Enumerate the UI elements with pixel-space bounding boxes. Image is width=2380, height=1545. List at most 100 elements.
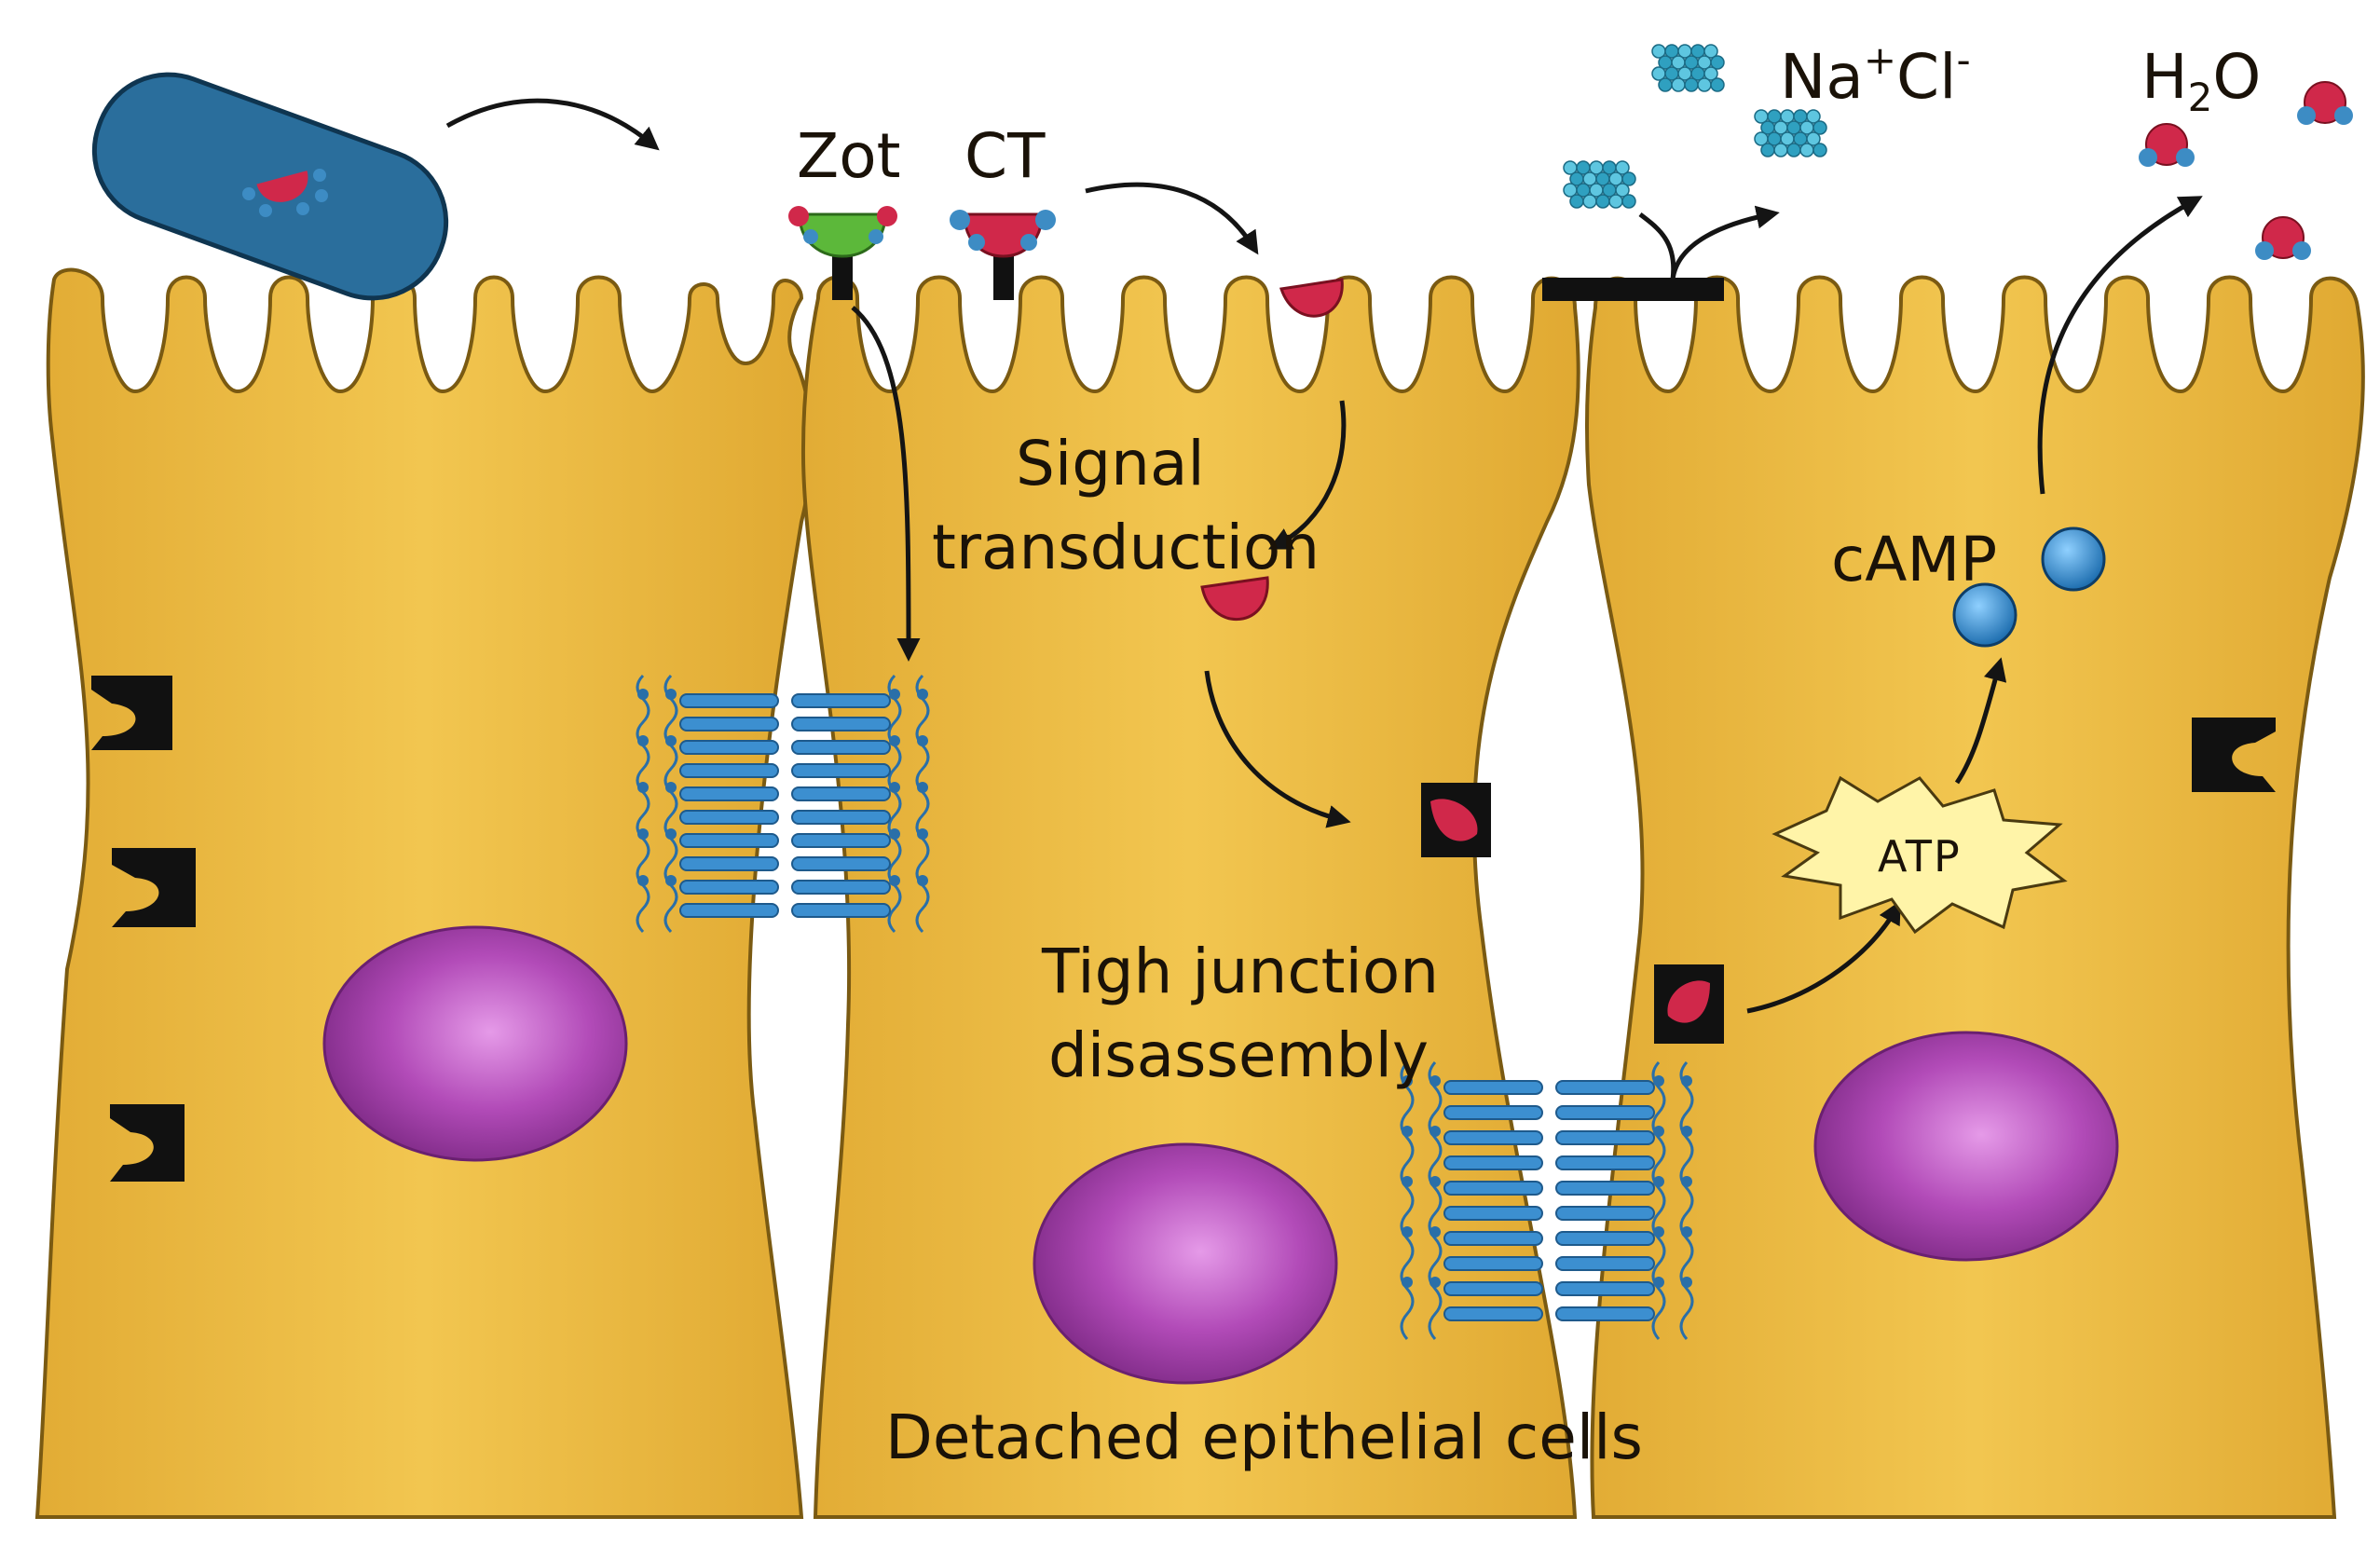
ion — [1786, 143, 1801, 157]
tj-protein-left — [1443, 1281, 1543, 1296]
tj-strand-node — [1681, 1226, 1692, 1237]
arrow-subunit-into-cell — [1268, 400, 1347, 550]
tj-strand-line — [915, 674, 930, 934]
tj-protein-right — [1555, 1256, 1655, 1271]
epithelial-cell-middle — [800, 275, 1580, 1519]
tj-strand-node — [1429, 1126, 1441, 1137]
tj-strand-node — [1402, 1176, 1413, 1187]
tj-protein-right — [1555, 1105, 1655, 1120]
tj-strand-line — [1400, 1061, 1415, 1340]
water-molecule — [2297, 81, 2353, 125]
nucleus-right — [1813, 1031, 2119, 1262]
tj-protein-left — [679, 810, 779, 825]
tj-strand-node — [665, 735, 677, 746]
tj-strand-line — [1679, 1061, 1694, 1340]
tj-strand-node — [1429, 1176, 1441, 1187]
tj-protein-left — [679, 880, 779, 895]
tj-protein-left — [1443, 1080, 1543, 1095]
tj-strand-line — [887, 674, 902, 934]
water-molecule — [2255, 216, 2311, 260]
tj-protein-right — [791, 786, 891, 801]
ion — [1684, 77, 1699, 92]
label-transduction: transduction — [932, 512, 1320, 583]
tj-protein-left — [1443, 1256, 1543, 1271]
tj-protein-right — [791, 833, 891, 848]
junction-clip-2 — [112, 848, 196, 927]
tj-strand-line — [636, 674, 650, 934]
arrow-atp-to-camp — [1954, 657, 2007, 785]
tj-strand-node — [637, 875, 649, 886]
tj-protein-right — [1555, 1231, 1655, 1246]
tj-strand-node — [1681, 1075, 1692, 1087]
tj-strand-node — [637, 689, 649, 700]
tight-junction-upper — [636, 674, 930, 934]
ion — [1703, 66, 1718, 81]
toxin-a-subunit-1 — [1279, 278, 1344, 318]
tj-protein-right — [1555, 1206, 1655, 1221]
tj-strand-node — [637, 735, 649, 746]
tj-strand-node — [1653, 1277, 1664, 1288]
tj-protein-right — [1555, 1306, 1655, 1321]
toxin-a-subunit-2 — [1200, 576, 1269, 621]
label-detached-cells: Detached epithelial cells — [885, 1401, 1643, 1473]
tj-protein-left — [679, 693, 779, 708]
ion — [1615, 183, 1630, 198]
tj-protein-left — [679, 903, 779, 918]
arrow-salt-out — [1638, 214, 1771, 280]
tj-strand-node — [1402, 1226, 1413, 1237]
junction-clip-3 — [110, 1104, 185, 1182]
tj-protein-left — [679, 833, 779, 848]
tj-strand-node — [1681, 1176, 1692, 1187]
tj-strand-line — [663, 674, 678, 934]
tj-protein-right — [791, 693, 891, 708]
tj-protein-left — [1443, 1105, 1543, 1120]
tj-protein-left — [679, 717, 779, 731]
ion — [1799, 143, 1814, 157]
arrow-receptor-to-atp — [1746, 900, 1901, 1014]
ion — [1658, 77, 1673, 92]
tj-strand-node — [1653, 1176, 1664, 1187]
ion — [1806, 131, 1821, 146]
junction-clip-1 — [91, 676, 172, 750]
label-signal: Signal — [1016, 428, 1205, 499]
ion — [1806, 109, 1821, 124]
tj-strand-node — [889, 735, 900, 746]
tj-strand-node — [889, 782, 900, 793]
tj-strand-node — [665, 782, 677, 793]
tj-strand-node — [1653, 1075, 1664, 1087]
tj-strand-node — [889, 875, 900, 886]
arrow-water-out — [2037, 196, 2203, 495]
tj-protein-right — [1555, 1181, 1655, 1196]
tj-strand-node — [1402, 1277, 1413, 1288]
tj-strand-node — [1429, 1277, 1441, 1288]
salt-cluster — [1563, 160, 1636, 209]
camp-molecule-2 — [2041, 526, 2106, 592]
arrow-zot-signal — [851, 306, 921, 662]
nucleus-left — [322, 925, 628, 1162]
tj-protein-left — [1443, 1306, 1543, 1321]
tj-strand-node — [917, 875, 928, 886]
label-ct: CT — [964, 120, 1046, 192]
ion — [1595, 194, 1610, 209]
adenylate-cyclase-receptor-middle — [1421, 783, 1491, 857]
tj-strand-node — [1402, 1075, 1413, 1087]
label-tight-junction: Tigh junction — [1041, 936, 1439, 1007]
salt-cluster — [1754, 109, 1827, 157]
ion — [1773, 143, 1788, 157]
tj-strand-node — [1681, 1126, 1692, 1137]
label-zot: Zot — [797, 120, 900, 192]
ion — [1671, 77, 1686, 92]
ion — [1812, 120, 1827, 135]
ion — [1608, 194, 1623, 209]
chloride-channel-cftr — [1542, 278, 1724, 301]
tj-strand-node — [1653, 1126, 1664, 1137]
ion — [1760, 143, 1775, 157]
ion — [1621, 171, 1636, 186]
tj-protein-right — [791, 810, 891, 825]
label-water: H2O — [2141, 41, 2261, 120]
ion — [1697, 77, 1712, 92]
tight-junction-lower — [1400, 1061, 1694, 1340]
ion — [1703, 44, 1718, 59]
atp-burst: ATP — [1771, 775, 2068, 935]
tj-protein-left — [1443, 1231, 1543, 1246]
